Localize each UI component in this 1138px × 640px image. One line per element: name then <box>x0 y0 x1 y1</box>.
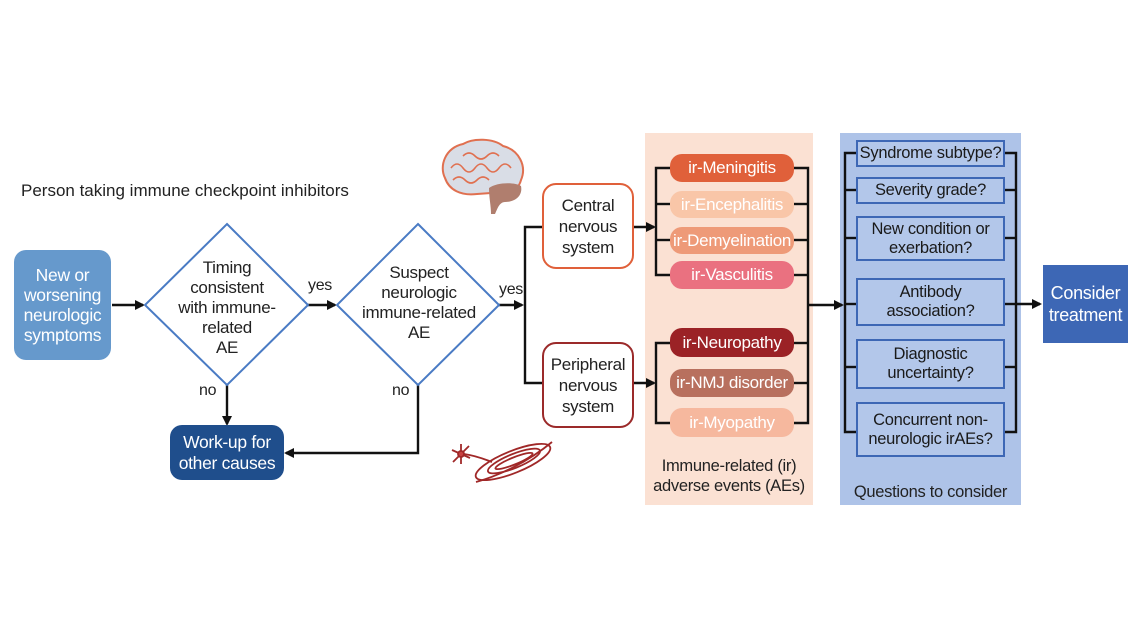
question-diagnostic-uncertainty: Diagnostic uncertainty? <box>856 339 1005 389</box>
branch-to-nervous-systems <box>523 225 542 385</box>
ae-myopathy: ir-Myopathy <box>670 408 794 437</box>
treatment-line-1: Consider <box>1050 283 1121 303</box>
adverse-events-panel <box>645 133 813 505</box>
workup-node: Work-up for other causes <box>170 425 284 480</box>
workup-line-1: Work-up for <box>183 431 271 452</box>
suspect-line-4: AE <box>407 323 431 342</box>
question-3-line-1: New condition or <box>871 219 990 238</box>
ae-neuropathy: ir-Neuropathy <box>670 328 794 357</box>
ae-caption-line-1: Immune-related (ir) <box>661 457 797 475</box>
ae-meningitis: ir-Meningitis <box>670 154 794 182</box>
timing-line-1: Timing <box>202 258 252 277</box>
question-6-line-1: Concurrent non- <box>873 410 988 429</box>
edge-label-no-1: no <box>199 382 217 399</box>
page-title: Person taking immune checkpoint inhibito… <box>21 181 349 200</box>
pns-line-3: system <box>561 396 615 416</box>
start-node-new-symptoms: New or worsening neurologic symptoms <box>14 250 111 360</box>
ae-encephalitis: ir-Encephalitis <box>670 191 794 218</box>
timing-line-2: consistent <box>190 278 264 297</box>
cns-line-2: nervous <box>558 216 618 236</box>
question-4-line-2: association? <box>886 302 975 320</box>
suspect-line-3: immune-related <box>362 303 476 322</box>
question-severity-grade: Severity grade? <box>856 177 1005 204</box>
timing-line-5: AE <box>215 338 239 357</box>
cns-node: Central nervous system <box>542 183 634 269</box>
question-new-condition: New condition or exerbation? <box>856 216 1005 261</box>
brain-icon <box>441 138 524 214</box>
ae-vasculitis: ir-Vasculitis <box>670 261 794 289</box>
question-2-line-1: Severity grade? <box>874 181 987 199</box>
ae-caption-line-2: adverse events (AEs) <box>653 477 805 495</box>
cns-line-3: system <box>561 237 615 257</box>
edge-label-no-2: no <box>392 382 410 399</box>
suspect-decision: Suspect neurologic immune-related AE <box>358 258 480 348</box>
muscle-nerve-icon <box>451 441 553 483</box>
suspect-line-1: Suspect <box>389 263 449 282</box>
timing-line-3: with immune- <box>178 298 276 317</box>
adverse-events-caption: Immune-related (ir) adverse events (AEs) <box>645 456 813 496</box>
ae-nmj-disorder: ir-NMJ disorder <box>670 369 794 397</box>
pns-line-1: Peripheral <box>550 354 626 374</box>
timing-decision: Timing consistent with immune- related A… <box>175 255 279 357</box>
cns-line-1: Central <box>561 195 615 215</box>
edge-label-yes-1: yes <box>308 277 332 294</box>
question-syndrome-subtype: Syndrome subtype? <box>856 140 1005 167</box>
timing-line-4: related <box>202 318 252 337</box>
ae-demyelination: ir-Demyelination <box>670 227 794 254</box>
start-node-label: New or worsening neurologic symptoms <box>23 265 102 345</box>
question-antibody-association: Antibody association? <box>856 278 1005 326</box>
question-4-line-1: Antibody <box>899 283 962 301</box>
questions-caption: Questions to consider <box>853 483 1008 501</box>
workup-line-2: other causes <box>178 452 276 473</box>
treatment-line-2: treatment <box>1048 305 1123 325</box>
question-5-line-2: uncertainty? <box>887 364 974 382</box>
question-1-line-1: Syndrome subtype? <box>859 144 1002 162</box>
question-concurrent-iraes: Concurrent non- neurologic irAEs? <box>856 402 1005 457</box>
question-5-line-1: Diagnostic <box>893 345 968 363</box>
pns-line-2: nervous <box>558 375 618 395</box>
consider-treatment-node: Consider treatment <box>1043 265 1128 343</box>
question-3-line-2: exerbation? <box>889 238 972 257</box>
edge-label-yes-2: yes <box>499 281 523 298</box>
question-6-line-2: neurologic irAEs? <box>868 429 993 448</box>
suspect-line-2: neurologic <box>381 283 457 302</box>
pns-node: Peripheral nervous system <box>542 342 634 428</box>
